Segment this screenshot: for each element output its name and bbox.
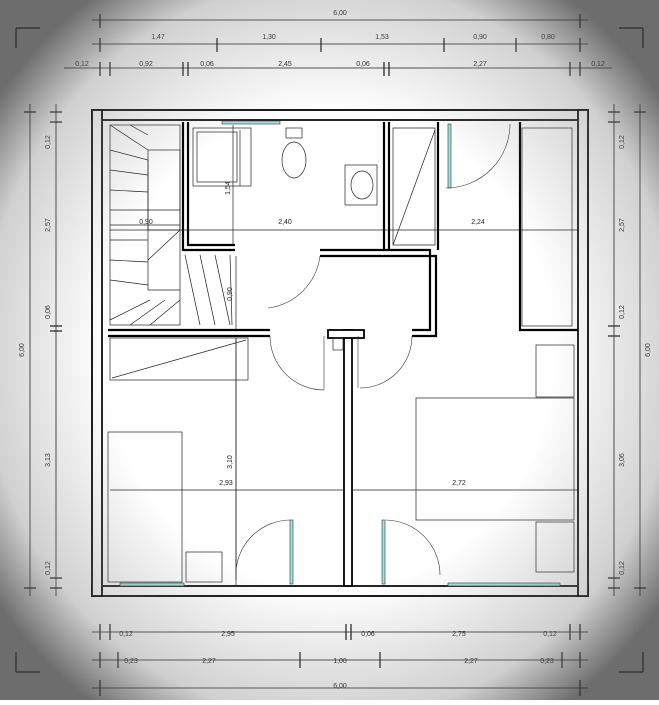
dim-left-2: 2,57 — [45, 218, 52, 232]
dim-top-r2-2: 0,92 — [139, 61, 153, 68]
dim-top-overall: 6,00 — [333, 10, 347, 17]
doors — [235, 123, 511, 576]
dim-bedroom3-width: 2,72 — [452, 480, 466, 487]
dim-right-overall: 6,00 — [645, 343, 652, 357]
dim-bot-r2-3: 1,00 — [333, 658, 347, 665]
dim-top-r1-4: 0,90 — [473, 34, 487, 41]
dim-bot-r2-5: 0,23 — [540, 658, 554, 665]
dim-bot-r2-4: 2,27 — [464, 658, 478, 665]
dim-bot-r1-2: 2,95 — [221, 631, 235, 638]
dim-top-r1-5: 0,80 — [541, 34, 555, 41]
dim-right-5: 0,12 — [619, 561, 626, 575]
interior-labels: 1,54 2,40 2,24 0,90 0,90 3,10 2,93 2,72 — [139, 181, 485, 487]
dim-bath-width: 2,40 — [278, 219, 292, 226]
dim-bot-r1-4: 2,75 — [452, 631, 466, 638]
dim-top-r1-2: 1,30 — [262, 34, 276, 41]
dim-bedroom2-width: 2,24 — [471, 219, 485, 226]
stairs — [109, 124, 233, 326]
dim-top-r2-6: 2,27 — [473, 61, 487, 68]
dim-right-1: 0,12 — [619, 135, 626, 149]
dim-bot-r2-1: 0,23 — [124, 658, 138, 665]
dim-bedroom1-depth: 3,10 — [227, 455, 234, 469]
bottom-dimensions: 0,12 2,95 0,06 2,75 0,12 0,23 2,27 1,00 … — [92, 624, 588, 696]
dim-bath-height: 1,54 — [225, 181, 232, 195]
dim-bot-overall: 6,00 — [333, 683, 347, 690]
dim-top-r2-1: 0,12 — [75, 61, 89, 68]
dim-top-r2-7: 0,12 — [591, 61, 605, 68]
dim-left-overall: 6,00 — [19, 343, 26, 357]
dim-right-3: 0,12 — [619, 305, 626, 319]
dim-top-r2-3: 0,06 — [200, 61, 214, 68]
dim-stair-width: 0,90 — [139, 219, 153, 226]
dim-top-r1-3: 1,53 — [375, 34, 389, 41]
dim-hall-width: 0,90 — [227, 287, 234, 301]
dim-bot-r1-5: 0,12 — [543, 631, 557, 638]
dim-left-3: 0,06 — [45, 305, 52, 319]
top-dimensions: 6,00 1,47 1,30 1,53 0,90 0,80 0,12 0,92 … — [64, 10, 612, 76]
dim-right-4: 3,06 — [619, 453, 626, 467]
windows — [119, 120, 561, 587]
dim-bot-r1-3: 0,06 — [361, 631, 375, 638]
right-dimensions: 0,12 2,57 0,12 3,06 0,12 6,00 — [608, 104, 652, 596]
dim-left-1: 0,12 — [45, 135, 52, 149]
furniture — [107, 127, 575, 583]
dim-left-5: 0,12 — [45, 561, 52, 575]
dim-top-r2-5: 0,06 — [356, 61, 370, 68]
dim-bedroom1-width: 2,93 — [219, 480, 233, 487]
dim-bot-r2-2: 2,27 — [202, 658, 216, 665]
dim-right-2: 2,57 — [619, 218, 626, 232]
walls — [91, 109, 589, 597]
dim-top-r1-1: 1,47 — [151, 34, 165, 41]
dim-top-r2-4: 2,45 — [278, 61, 292, 68]
left-dimensions: 6,00 0,12 2,57 0,06 3,13 0,12 — [19, 104, 62, 596]
dim-left-4: 3,13 — [45, 453, 52, 467]
dim-bot-r1-1: 0,12 — [119, 631, 133, 638]
